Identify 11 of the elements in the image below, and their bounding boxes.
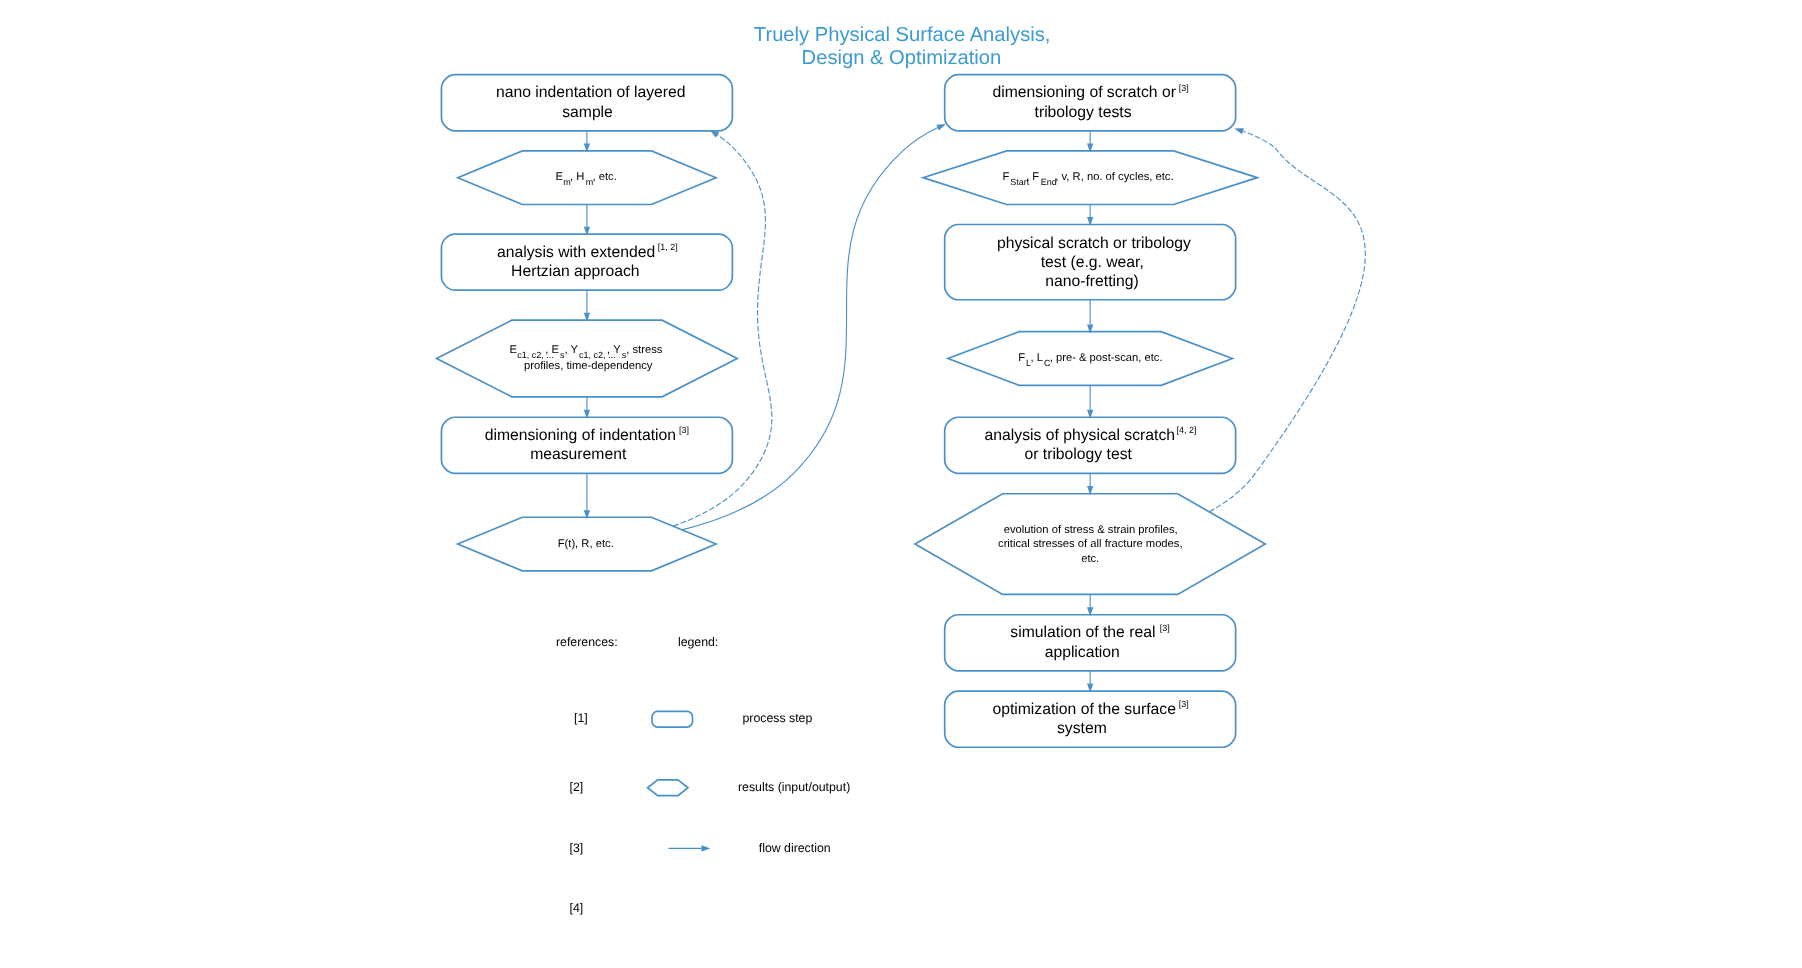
arrow <box>583 396 591 419</box>
arrow <box>1208 128 1366 513</box>
arrow <box>672 130 773 527</box>
arrow <box>583 203 591 236</box>
arrow <box>583 130 591 153</box>
arrow <box>681 123 946 531</box>
diagram-title: Truely Physical Surface Analysis, Design & Optimization <box>753 25 1051 70</box>
arrow <box>1087 384 1094 419</box>
arrow <box>583 289 591 322</box>
arrow <box>1087 299 1094 334</box>
arrow <box>583 473 591 520</box>
